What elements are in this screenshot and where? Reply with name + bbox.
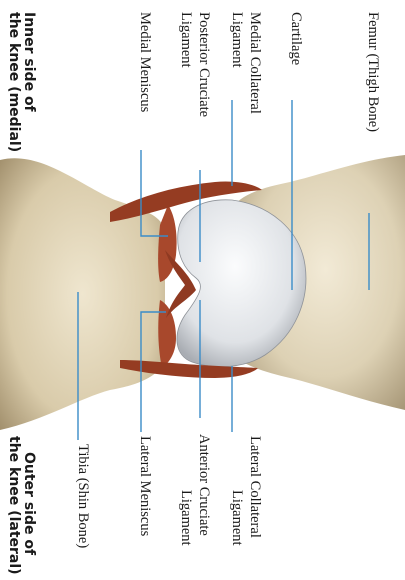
medial-meniscus-label: Medial Meniscus [138,12,153,112]
inner-side-label: Inner side of the knee (medial) [7,12,36,152]
lcl-label-line2: Ligament [230,490,245,546]
lateral-meniscus-shape [158,300,176,368]
outer-side-label-line2: the knee (lateral) [7,436,22,575]
pcl-label-line1: Posterior Cruciate [197,12,212,117]
acl-label-line2: Ligament [179,490,194,546]
mcl-label-line2: Ligament [230,12,245,68]
outer-side-label: Outer side of the knee (lateral) [7,436,36,575]
inner-side-label-line2: the knee (medial) [7,12,22,152]
lcl-label-line1: Lateral Collateral [248,436,263,538]
lateral-meniscus-label: Lateral Meniscus [138,436,153,536]
cartilage-label: Cartilage [289,12,304,65]
femur-label: Femur (Thigh Bone) [366,12,381,132]
pcl-label-line2: Ligament [179,12,194,68]
mcl-label-line1: Medial Collateral [248,12,263,114]
acl-label-line1: Anterior Cruciate [197,434,212,536]
medial-meniscus-shape [158,205,177,282]
outer-side-label-line1: Outer side of [21,436,36,575]
tibia-label: Tibia (Shin Bone) [76,444,91,548]
inner-side-label-line1: Inner side of [21,12,36,152]
